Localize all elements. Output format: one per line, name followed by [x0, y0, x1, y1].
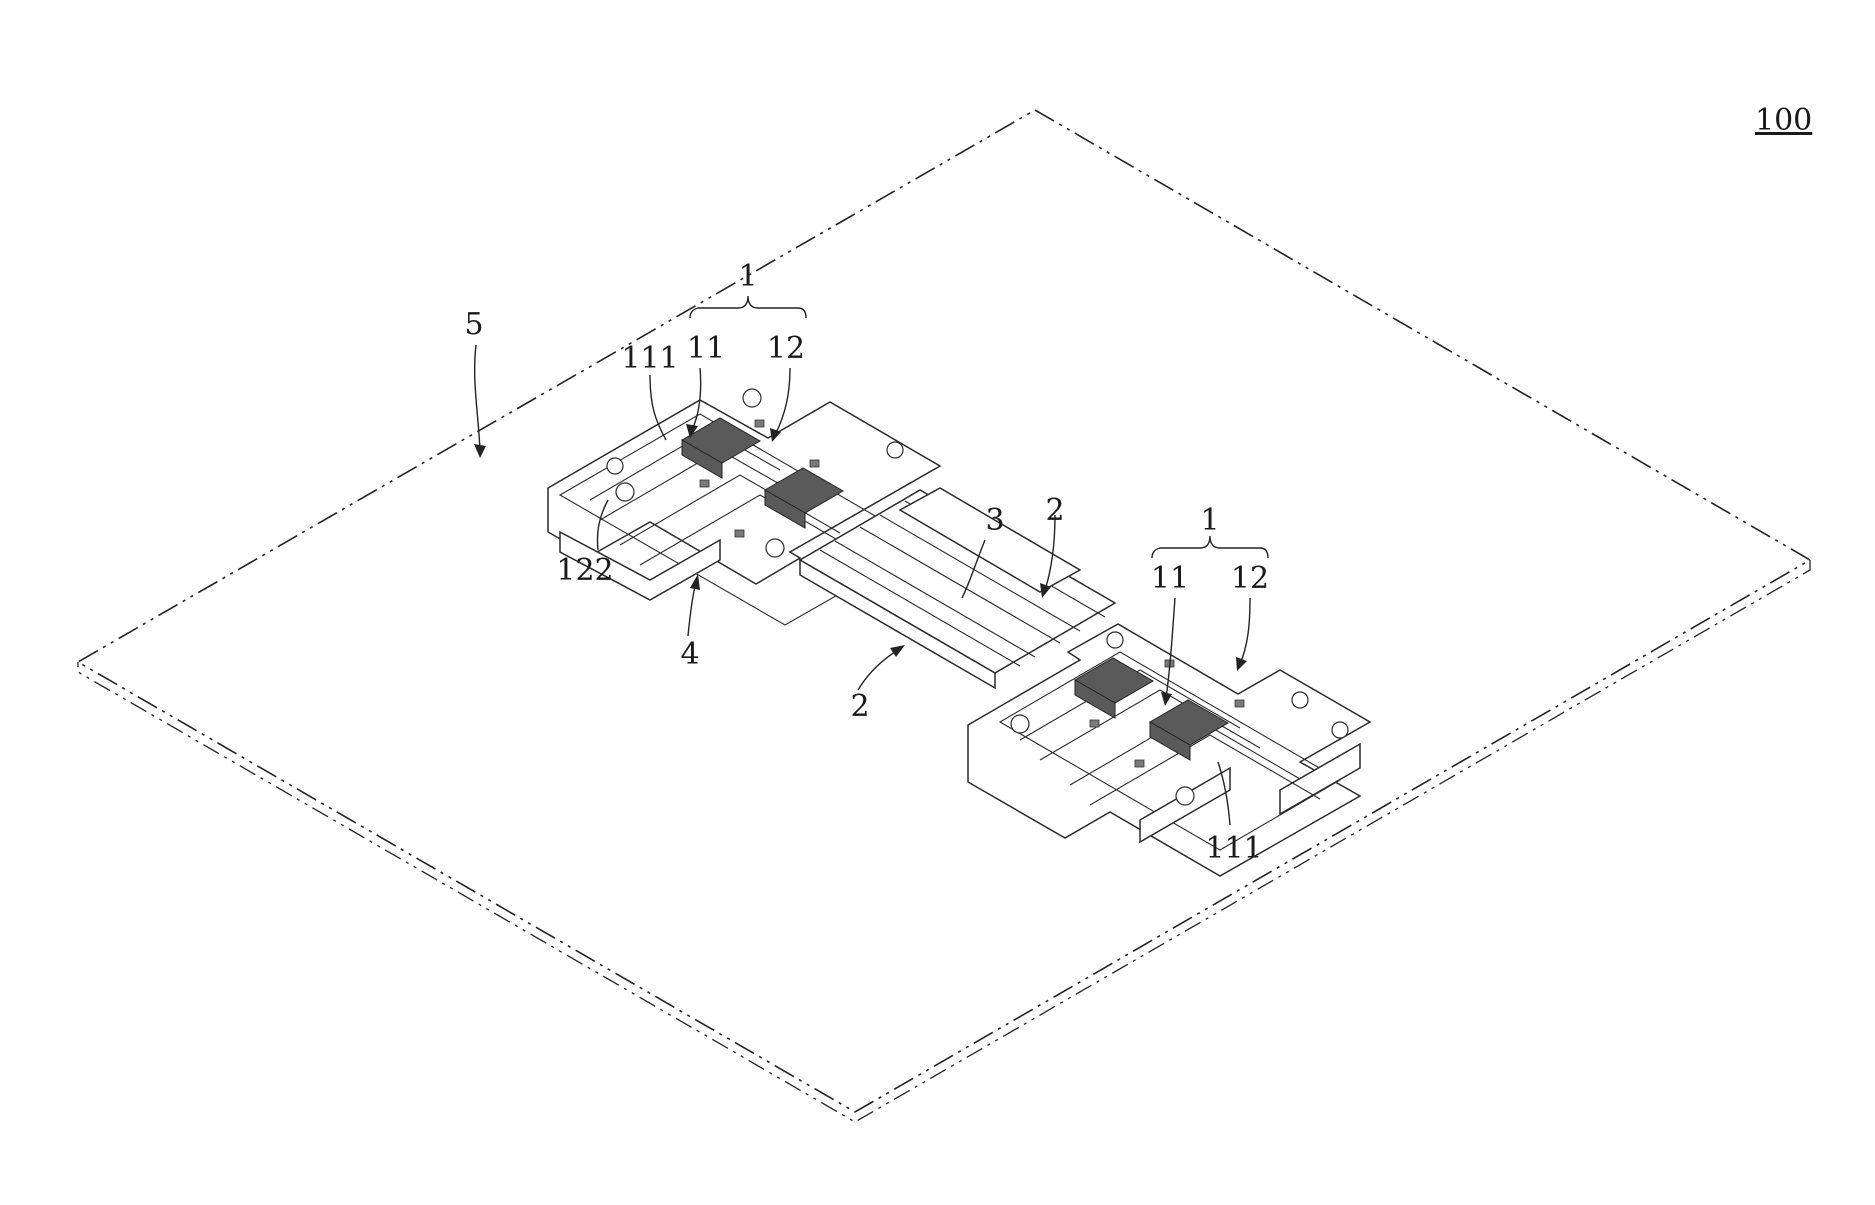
pad-icon: [1235, 700, 1244, 707]
hole-icon: [1107, 632, 1123, 648]
label-middle-bar: 3: [985, 503, 1004, 538]
right-hinge-assembly: [968, 624, 1370, 876]
label-bracket-left: 12: [767, 331, 805, 366]
hole-icon: [1176, 787, 1194, 805]
hole-icon: [1011, 715, 1029, 733]
label-rail-upper: 2: [1045, 493, 1064, 528]
pad-icon: [1090, 720, 1099, 727]
pad-icon: [735, 530, 744, 537]
pad-icon: [810, 460, 819, 467]
pad-icon: [1135, 760, 1144, 767]
hole-icon: [616, 483, 634, 501]
hole-icon: [743, 389, 761, 407]
figure-number: 100: [1755, 103, 1812, 138]
pad-icon: [755, 420, 764, 427]
label-rail-lower: 2: [850, 689, 869, 724]
hole-icon: [1332, 722, 1348, 738]
label-plane: 5: [464, 307, 483, 342]
hole-icon: [607, 458, 623, 474]
hole-icon: [766, 539, 784, 557]
label-hinge-group-right: 1: [1200, 503, 1219, 538]
label-torsion-right: 11: [1151, 561, 1189, 596]
label-shaft-left: 111: [621, 341, 678, 376]
hole-icon: [887, 442, 903, 458]
label-bracket-plate: 122: [556, 553, 613, 588]
label-shaft-right: 111: [1205, 831, 1262, 866]
label-torsion-left: 11: [687, 331, 725, 366]
label-bracket-right: 12: [1231, 561, 1269, 596]
pad-icon: [700, 480, 709, 487]
hole-icon: [1292, 692, 1308, 708]
label-hinge-group-left: 1: [738, 259, 757, 294]
label-link-plate: 4: [680, 637, 699, 672]
